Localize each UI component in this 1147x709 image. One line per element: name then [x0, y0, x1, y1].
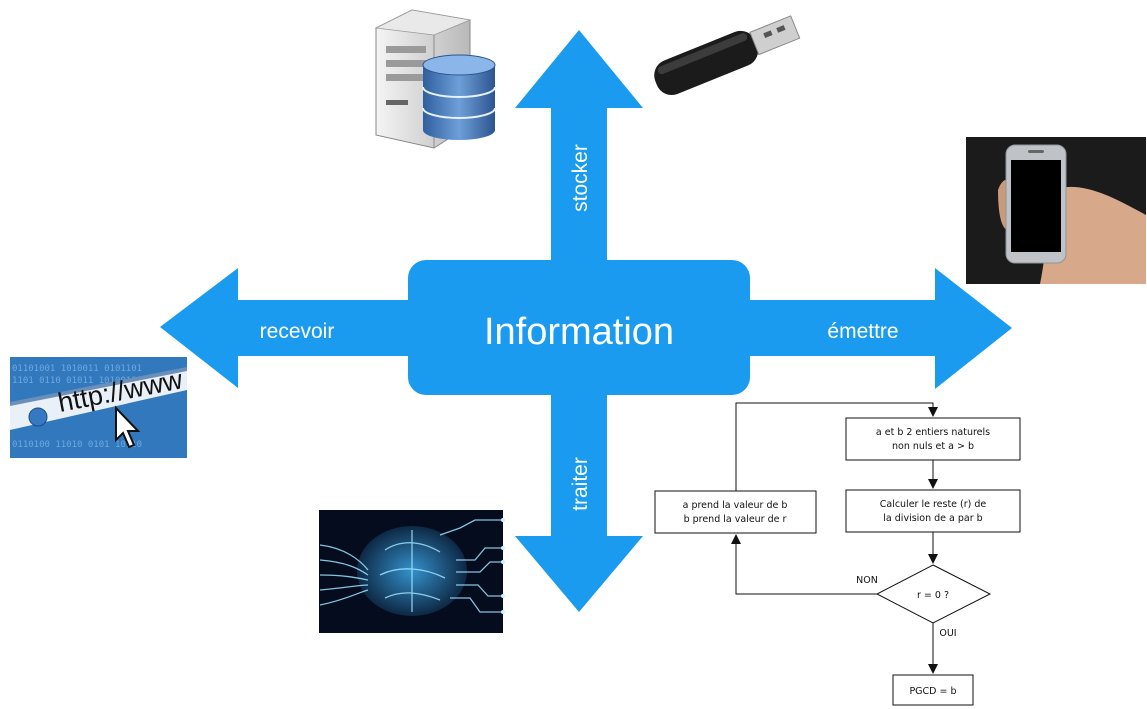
arrow-left-recevoir [160, 268, 412, 388]
svg-text:1101 0110 01011 10100101: 1101 0110 01011 10100101 [12, 376, 142, 386]
pgcd-flowchart: a et b 2 entiers naturels non nuls et a … [654, 402, 1021, 706]
arrow-label-traiter: traiter [569, 457, 592, 511]
arrow-right-emettre [745, 268, 1012, 389]
arrow-down-traiter [515, 395, 643, 612]
flowchart-start-line1: a et b 2 entiers naturels [876, 427, 990, 438]
flowchart-no-label: NON [856, 575, 878, 586]
svg-text:0110100 11010 0101 10110: 0110100 11010 0101 10110 [12, 440, 142, 450]
flowchart-condition: r = 0 ? [917, 590, 949, 601]
flowchart-compute-box [845, 489, 1021, 533]
flowchart-start-line2: non nuls et a > b [892, 441, 974, 452]
flowchart-start-box [845, 417, 1021, 461]
flowchart-update-box [654, 490, 817, 534]
http-address-bar-icon: 01101001 1010011 0101101 1101 0110 01011… [10, 357, 187, 458]
digital-brain-circuit-icon [319, 510, 505, 633]
flowchart-result: PGCD = b [909, 686, 956, 697]
server-database-icon [374, 9, 496, 149]
flowchart-compute-line2: la division de a par b [883, 513, 982, 524]
flowchart-result-box [892, 674, 974, 706]
smartphone-in-hand-icon [966, 137, 1146, 284]
svg-text:01101001 1010011 0101101: 01101001 1010011 0101101 [12, 364, 142, 374]
flowchart-update-line1: a prend la valeur de b [683, 500, 788, 511]
hub-label: Information [484, 311, 674, 353]
arrow-label-stocker: stocker [569, 144, 592, 212]
information-hub [408, 260, 750, 395]
arrow-label-emettre: émettre [827, 320, 898, 343]
arrow-up-stocker [515, 30, 643, 262]
flowchart-update-line2: b prend la valeur de r [684, 514, 787, 525]
flowchart-yes-label: OUI [939, 628, 956, 639]
arrow-label-recevoir: recevoir [260, 320, 335, 343]
flowchart-compute-line1: Calculer le reste (r) de [880, 499, 987, 510]
usb-flash-drive-icon [654, 15, 801, 96]
